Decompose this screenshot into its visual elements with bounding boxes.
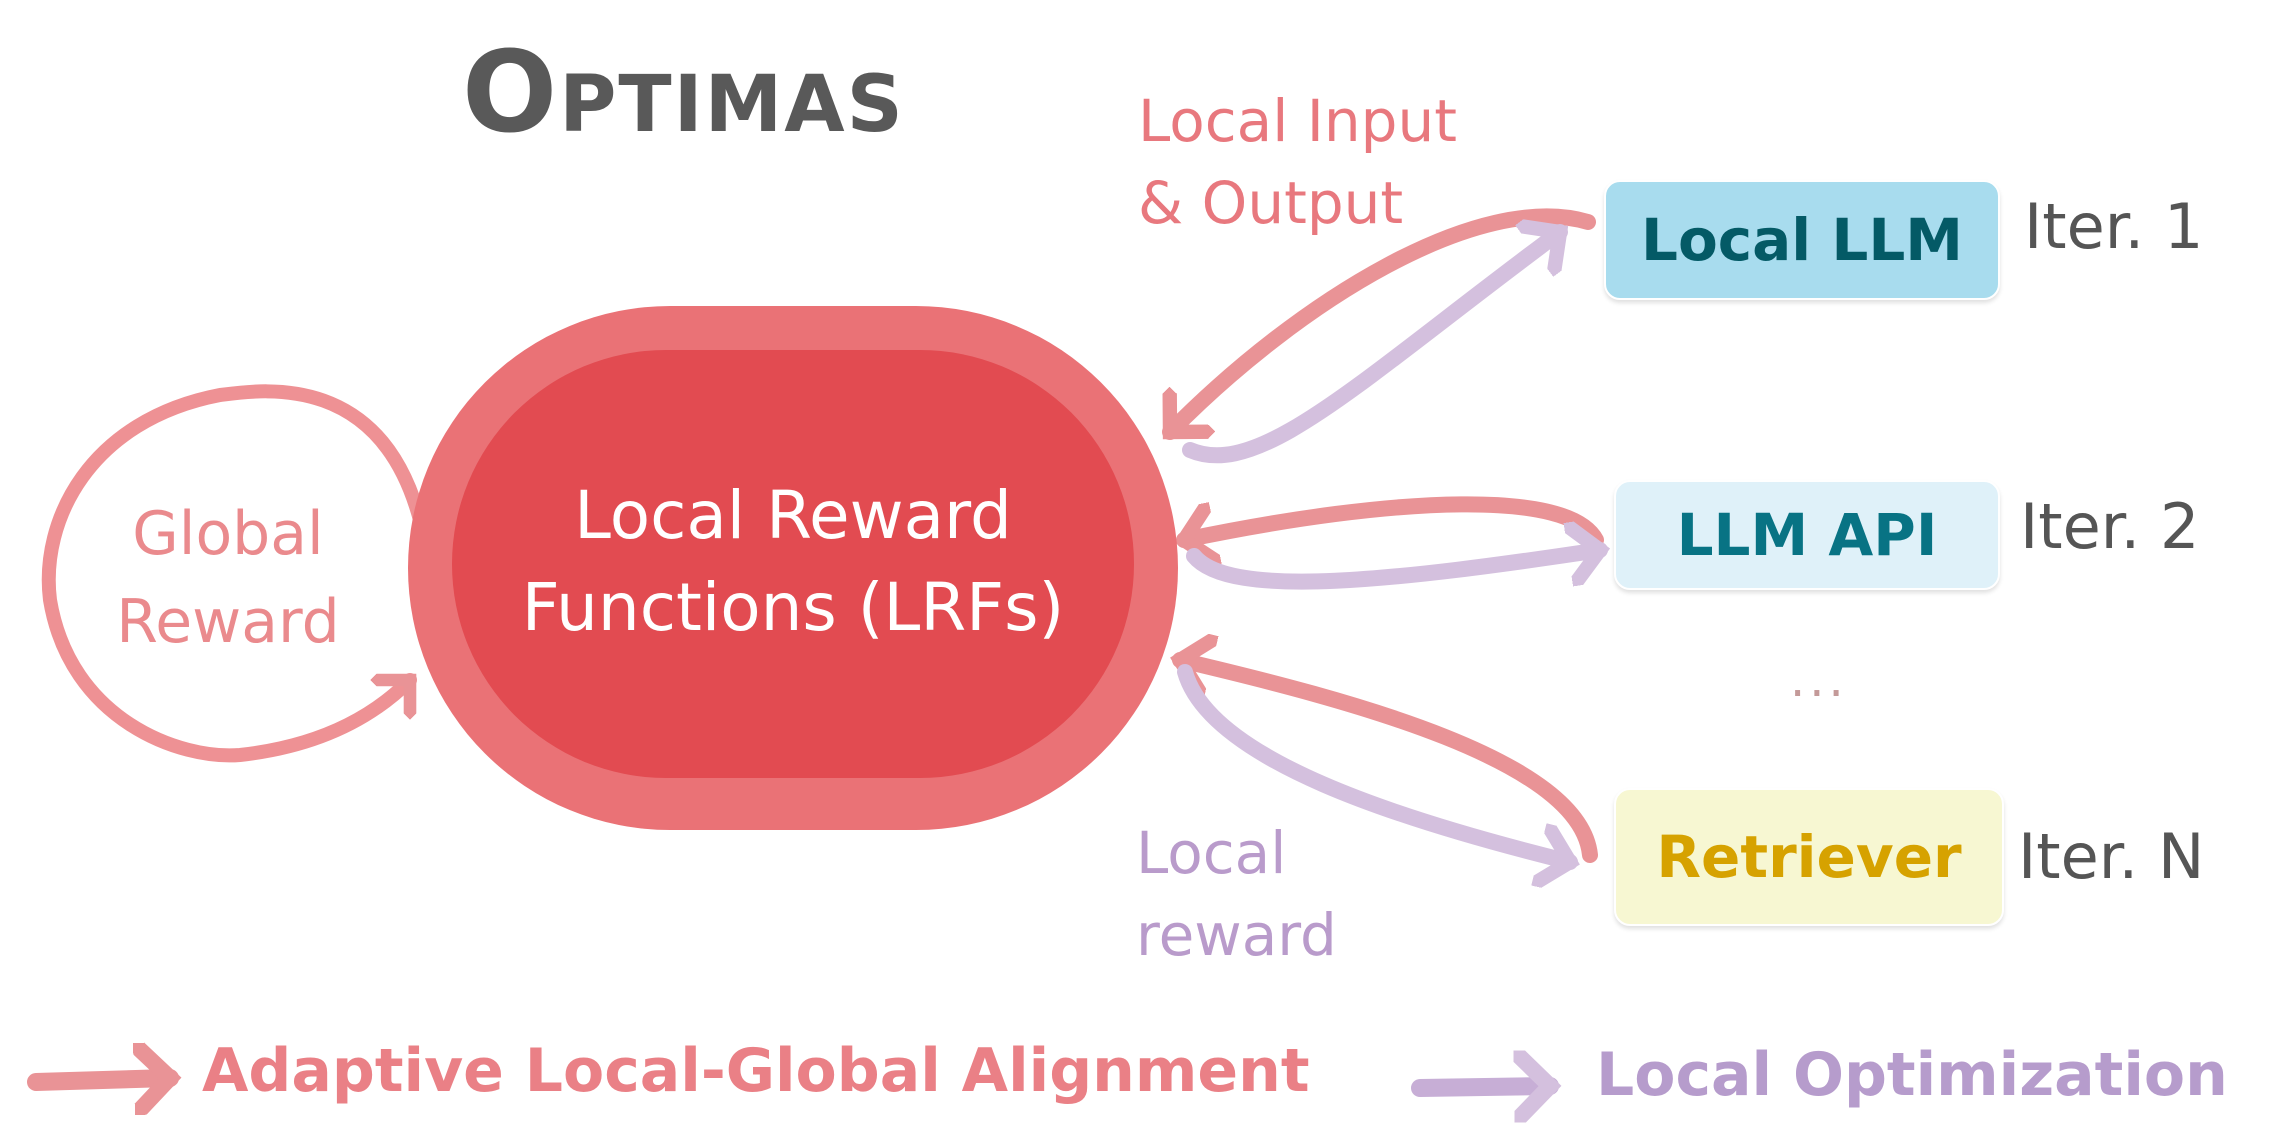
component-llm-api: LLM API: [1614, 480, 2000, 590]
global-reward-line2: Reward: [116, 587, 340, 657]
global-reward-label: Global Reward: [98, 490, 358, 666]
iteration-label: Iter. N: [2018, 820, 2205, 893]
optimization-arrow-retriever: [1177, 664, 1570, 862]
legend-optimization-arrow: [1411, 1086, 1550, 1088]
optimization-arrow-llm-api: [1186, 550, 1600, 590]
legend-alignment-label: Adaptive Local-Global Alignment: [202, 1036, 1310, 1106]
alignment-arrow-local-llm: [1162, 208, 1596, 440]
local-reward-line2: reward: [1136, 901, 1337, 969]
ellipsis: ...: [1790, 652, 1848, 708]
local-io-line1: Local Input: [1138, 87, 1457, 155]
global-reward-loop: [41, 384, 427, 763]
lrf-node-inner: [452, 350, 1134, 778]
legend-alignment-arrow: [27, 1078, 170, 1082]
lrf-label-line2: Functions (LRFs): [521, 569, 1065, 646]
component-label: LLM API: [1676, 501, 1938, 569]
diagram-title: Optimas: [462, 28, 905, 158]
local-io-annotation: Local Input & Output: [1138, 80, 1457, 244]
global-reward-line1: Global: [132, 499, 324, 569]
alignment-arrow-retriever: [1180, 660, 1598, 863]
local-reward-line1: Local: [1136, 819, 1287, 887]
iteration-label: Iter. 2: [2020, 490, 2200, 563]
component-label: Retriever: [1656, 823, 1962, 891]
alignment-arrow-llm-api: [1184, 496, 1604, 540]
local-reward-annotation: Local reward: [1136, 812, 1337, 976]
optimization-arrow-local-llm: [1182, 232, 1560, 464]
component-label: Local LLM: [1640, 206, 1964, 274]
lrf-node-label: Local Reward Functions (LRFs): [452, 470, 1134, 654]
component-retriever: Retriever: [1614, 788, 2004, 926]
iteration-label: Iter. 1: [2024, 190, 2204, 263]
component-local-llm: Local LLM: [1604, 180, 2000, 300]
legend-optimization-label: Local Optimization: [1596, 1040, 2228, 1110]
lrf-label-line1: Local Reward: [574, 477, 1012, 554]
local-io-line2: & Output: [1138, 169, 1404, 237]
